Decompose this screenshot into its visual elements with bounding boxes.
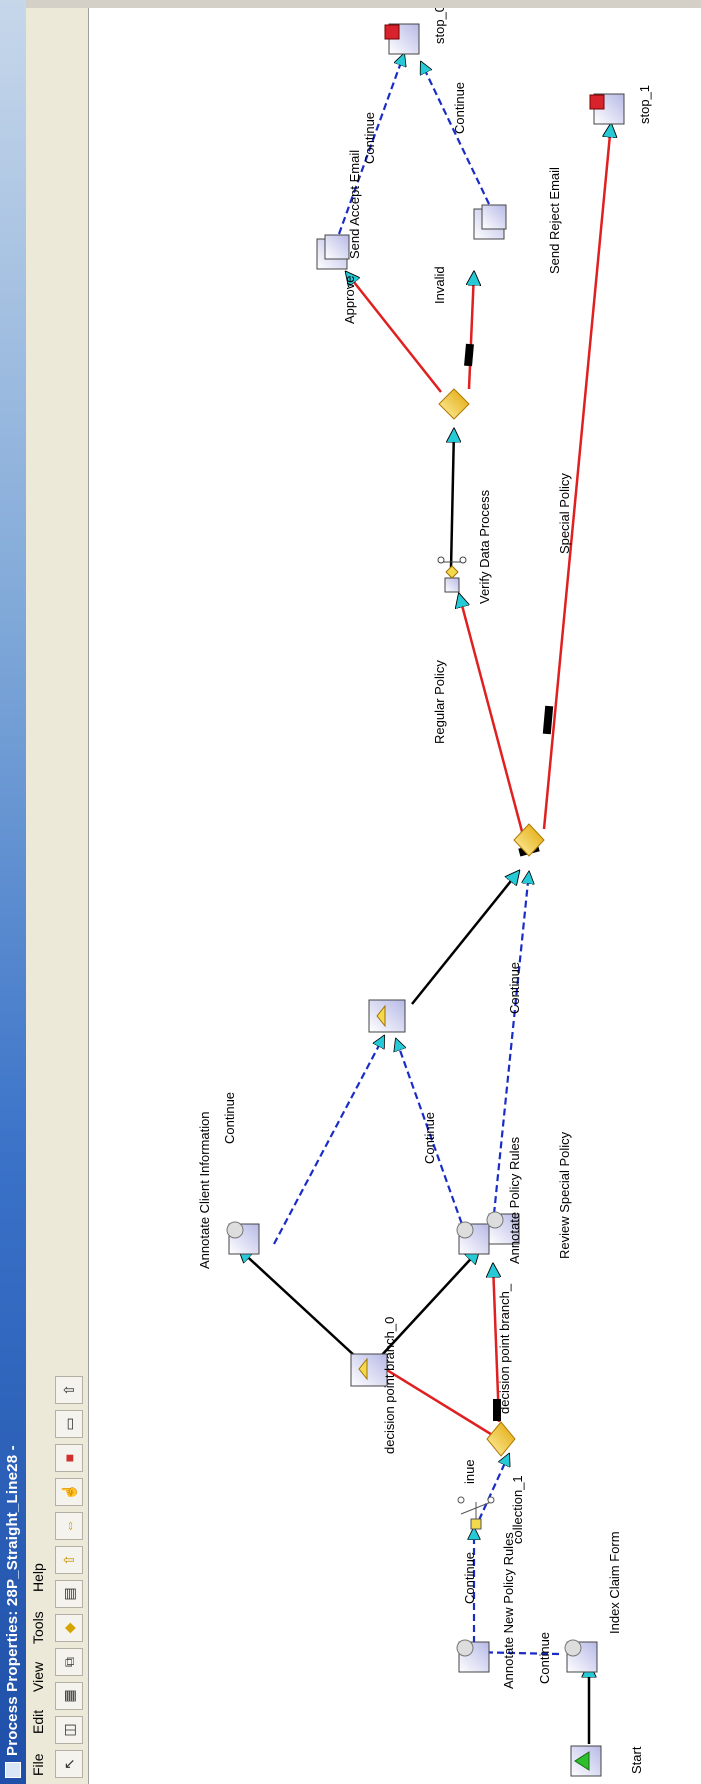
edge-label-branch-trunc: decision point branch_ (497, 1283, 512, 1414)
edge-label-regular: Regular Policy (432, 660, 447, 744)
node-collection[interactable] (457, 1496, 495, 1530)
menu-tools[interactable]: Tools (30, 1611, 46, 1644)
edge-label-continue-4: Continue (422, 1112, 437, 1164)
decision-icon[interactable]: ◆ (55, 1614, 83, 1642)
edge-split-policy (368, 1250, 479, 1370)
label-send-reject: Send Reject Email (547, 167, 562, 274)
title-bar: Process Properties: 28P_Straight_Line28 … (0, 0, 26, 1784)
label-branch0: decision point branch_0 (382, 1317, 397, 1454)
edge-branch1 (493, 1264, 499, 1423)
label-annotate-client: Annotate Client Information (197, 1111, 212, 1269)
node-index-claim-form[interactable] (564, 1639, 598, 1673)
edge-branch0 (369, 1359, 495, 1438)
label-review-special: Review Special Policy (557, 1131, 572, 1259)
menu-edit[interactable]: Edit (30, 1709, 46, 1734)
edge-accept-stop (337, 54, 404, 235)
parallel-icon[interactable]: ⇔ (55, 1512, 83, 1540)
node-stop-1[interactable] (589, 93, 625, 125)
edge-special (542, 124, 611, 830)
edge-reject-stop (421, 62, 490, 205)
window-border (26, 0, 701, 8)
node-verify-data-process[interactable] (437, 556, 467, 593)
edge-index-annotate (469, 1652, 560, 1654)
edge-label-continue-6: Continue (362, 112, 377, 164)
node-decision-point[interactable] (486, 1421, 516, 1457)
scrollbar-icon[interactable]: ▭ (55, 1410, 83, 1438)
node-annotate-new-policy-rules[interactable] (456, 1639, 490, 1673)
node-approve-decision[interactable] (438, 388, 470, 420)
edge-policy-join (396, 1039, 471, 1245)
edge-label-continue-1: Continue (537, 1632, 552, 1684)
label-start: Start (629, 1746, 644, 1774)
node-start[interactable] (570, 1745, 602, 1777)
join-icon[interactable]: ⇧ (55, 1546, 83, 1574)
edge-join-decision (411, 871, 519, 1005)
edge-regular (459, 594, 526, 840)
edge-approve (346, 272, 442, 393)
edge-collection-decision (477, 1454, 509, 1521)
label-stop1: stop_1 (637, 85, 652, 124)
node-send-reject-email[interactable] (473, 204, 507, 240)
split-icon[interactable]: ▦ (55, 1682, 83, 1710)
edge-split-client (239, 1249, 370, 1370)
manual-icon[interactable]: ☝ (55, 1478, 83, 1506)
node-review-special-policy[interactable] (486, 1211, 520, 1245)
label-annotate-policy: Annotate Policy Rules (507, 1136, 522, 1264)
edge-label-invalid: Invalid (432, 266, 447, 304)
edge-verify-decision (451, 429, 454, 570)
node-send-accept-email[interactable] (316, 234, 350, 270)
edge-label-continue-trunc: inue (462, 1459, 477, 1484)
label-index-claim-form: Index Claim Form (607, 1531, 622, 1634)
edge-label-continue-5: Continue (507, 962, 522, 1014)
edge-marker (464, 343, 474, 367)
window-title: Process Properties: 28P_Straight_Line28 … (4, 1445, 21, 1756)
app-icon (5, 1762, 21, 1778)
node-policy-decision[interactable] (513, 823, 545, 857)
label-stop0: stop_0 (432, 5, 447, 44)
org-chart-icon[interactable]: ▤ (55, 1580, 83, 1608)
menu-file[interactable]: File (30, 1753, 46, 1776)
process-diagram: Start Index Claim Form Annotate New Poli… (197, 5, 652, 1777)
edge-invalid (469, 272, 474, 390)
menu-help[interactable]: Help (30, 1563, 46, 1592)
node-annotate-policy-rules[interactable] (456, 1221, 490, 1255)
edge-marker (542, 705, 554, 735)
node-annotate-client-information[interactable] (226, 1221, 260, 1255)
node-join[interactable] (368, 999, 406, 1033)
subprocess-icon[interactable]: ⧉ (55, 1648, 83, 1676)
label-verify: Verify Data Process (477, 489, 492, 604)
edges (239, 54, 611, 1744)
select-arrow-icon[interactable]: ↖ (55, 1750, 83, 1778)
edge-label-approve: Approve (342, 276, 357, 324)
edge-label-continue-2: Continue (462, 1552, 477, 1604)
edge-label-continue-7: Continue (452, 82, 467, 134)
edge-label-special: Special Policy (557, 473, 572, 554)
toolbar: ↖ ◫ ▦ ⧉ ◆ ▤ ⇧ ⇔ ☝ ■ ▭ ⇧ (50, 0, 89, 1784)
edge-client-join (273, 1036, 384, 1245)
process-canvas[interactable]: Start Index Claim Form Annotate New Poli… (89, 0, 701, 1784)
edge-review-decision (492, 872, 529, 1215)
node-split[interactable] (350, 1353, 388, 1387)
node-stop-0[interactable] (384, 23, 420, 55)
label-annotate-new-policy-rules: Annotate New Policy Rules (501, 1532, 516, 1689)
up-arrow-icon[interactable]: ⇧ (55, 1376, 83, 1404)
label-send-accept: Send Accept Email (347, 150, 362, 259)
label-collection: collection_1 (510, 1475, 525, 1544)
menu-bar: File Edit View Tools Help (26, 0, 51, 1784)
task-icon[interactable]: ◫ (55, 1716, 83, 1744)
menu-view[interactable]: View (30, 1661, 46, 1692)
stop-icon[interactable]: ■ (55, 1444, 83, 1472)
edge-marker (493, 1399, 501, 1421)
edge-label-continue-3: Continue (222, 1092, 237, 1144)
